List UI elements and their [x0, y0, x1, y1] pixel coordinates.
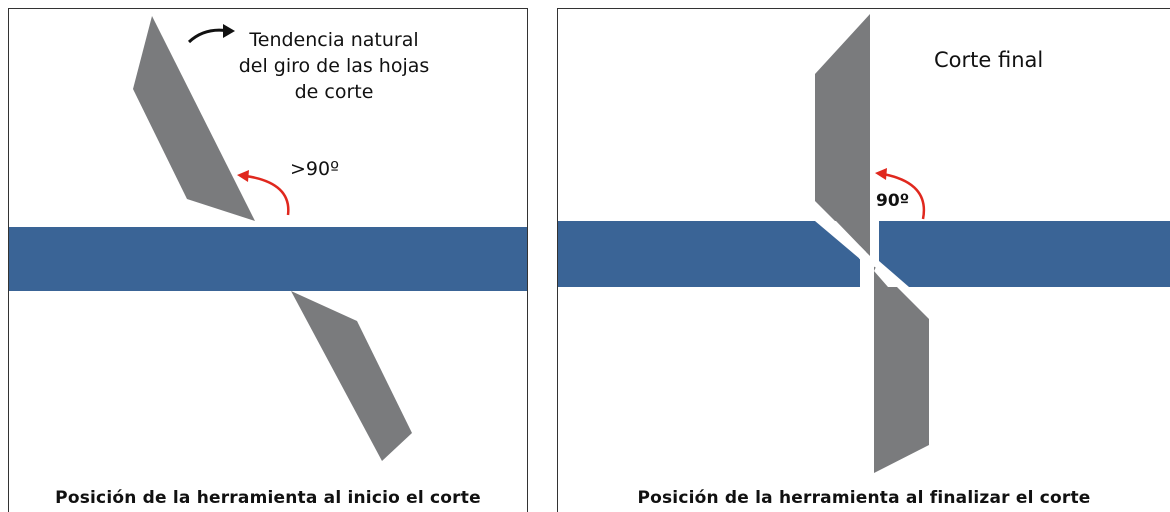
annotation-line-1: Tendencia natural — [249, 29, 419, 51]
annotation-line-3: de corte — [294, 81, 374, 103]
caption-end: Posición de la herramienta al finalizar … — [637, 488, 1091, 508]
lower-blade — [291, 291, 412, 461]
panel-end-of-cut: Corte final 90º Posición de la herramien… — [557, 8, 1170, 512]
material-sheet — [9, 227, 527, 291]
angle-arrow-icon-head — [237, 170, 249, 182]
panel-start-of-cut: Tendencia natural del giro de las hojas … — [8, 8, 528, 512]
lower-blade — [874, 264, 929, 473]
curved-arrow-icon-head — [223, 24, 235, 38]
upper-blade — [815, 14, 870, 256]
angle-label-90: 90º — [876, 191, 910, 211]
cut-gap — [859, 255, 880, 269]
caption-start: Posición de la herramienta al inicio el … — [55, 488, 481, 508]
material-sheet-right — [879, 221, 1170, 287]
rotation-tendency-label: Tendencia natural del giro de las hojas … — [214, 27, 454, 105]
cut-notch-left — [815, 221, 866, 259]
cut-notch-right — [874, 261, 909, 287]
upper-blade — [133, 16, 255, 221]
start-cut-diagram — [9, 16, 527, 461]
annotation-line-2: del giro de las hojas — [238, 55, 430, 77]
angle-label-greater-90: >90º — [290, 158, 340, 180]
material-sheet-left — [558, 221, 860, 287]
angle-arrow-icon-head — [875, 168, 887, 180]
final-cut-title: Corte final — [934, 48, 1044, 72]
angle-arrow-icon — [882, 172, 926, 220]
end-cut-diagram — [558, 14, 1170, 473]
angle-arrow-icon — [245, 174, 290, 216]
